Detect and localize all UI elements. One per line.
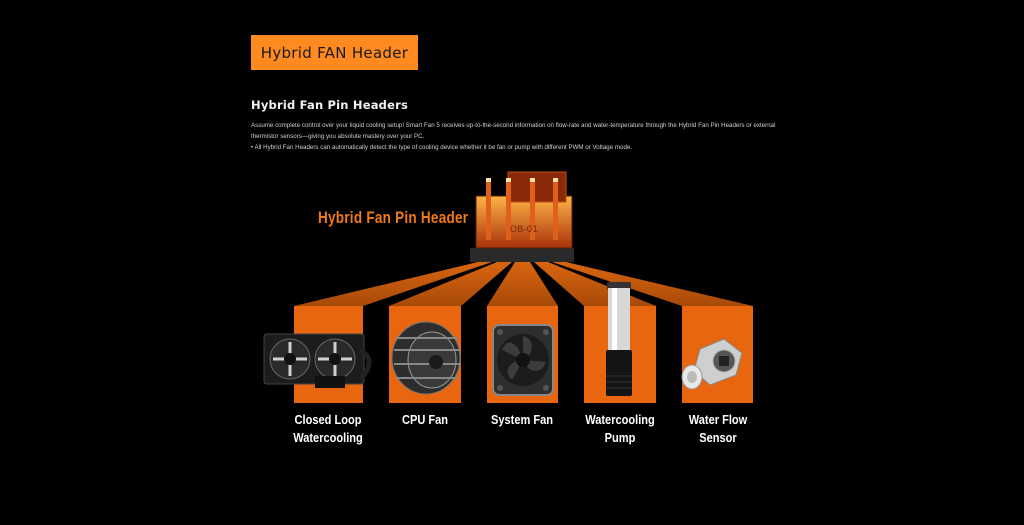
description-paragraph: Assume complete control over your liquid… bbox=[251, 122, 776, 140]
device-label-flow-sensor: Water Flow Sensor bbox=[671, 411, 765, 447]
label-line-2: Sensor bbox=[699, 430, 737, 445]
device-label-cpu-fan: CPU Fan bbox=[378, 411, 472, 429]
label-line-1: Water Flow bbox=[688, 412, 748, 427]
description-bullet: • All Hybrid Fan Headers can automatical… bbox=[251, 144, 633, 151]
label-line-2: Watercooling bbox=[293, 430, 363, 445]
device-label-pump: Watercooling Pump bbox=[573, 411, 667, 447]
label-line-1: System Fan bbox=[490, 412, 554, 427]
label-line-1: Watercooling bbox=[585, 412, 655, 427]
hybrid-fan-pin-header-label: Hybrid Fan Pin Header bbox=[318, 209, 469, 227]
label-line-1: Closed Loop bbox=[294, 412, 362, 427]
device-label-system-fan: System Fan bbox=[475, 411, 569, 429]
cpu-cooler-icon bbox=[391, 321, 461, 395]
aio-radiator-icon bbox=[263, 333, 372, 388]
label-line-2: Pump bbox=[604, 430, 636, 445]
pump-reservoir-icon bbox=[606, 282, 632, 396]
section-title: Hybrid Fan Pin Headers bbox=[251, 98, 409, 112]
flow-sensor-icon bbox=[681, 338, 743, 390]
case-fan-icon bbox=[492, 324, 554, 396]
connector-marking: OB-01 bbox=[510, 225, 538, 235]
label-line-1: CPU Fan bbox=[401, 412, 449, 427]
device-label-closed-loop: Closed Loop Watercooling bbox=[281, 411, 375, 447]
section-description: Assume complete control over your liquid… bbox=[251, 120, 791, 153]
section-badge: Hybrid FAN Header bbox=[251, 35, 418, 70]
